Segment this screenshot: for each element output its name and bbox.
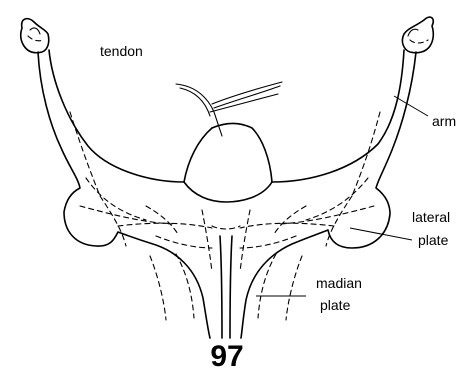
median-plate-label-line2: plate [320,297,351,313]
right-arm-tip [402,17,433,53]
lateral-plate-leader [350,228,412,240]
median-plate-label-line1: madian [316,275,362,291]
sclerite-outline [38,50,416,338]
lateral-plate-label-line2: plate [418,232,449,248]
figure-number: 97 [210,340,243,373]
lateral-plate-label-line1: lateral [412,209,450,225]
left-arm-tip [21,19,49,53]
arm-leader [394,96,428,116]
arm-label: arm [432,113,456,129]
tendon-strands [176,82,282,136]
tendon-label: tendon [100,43,143,59]
